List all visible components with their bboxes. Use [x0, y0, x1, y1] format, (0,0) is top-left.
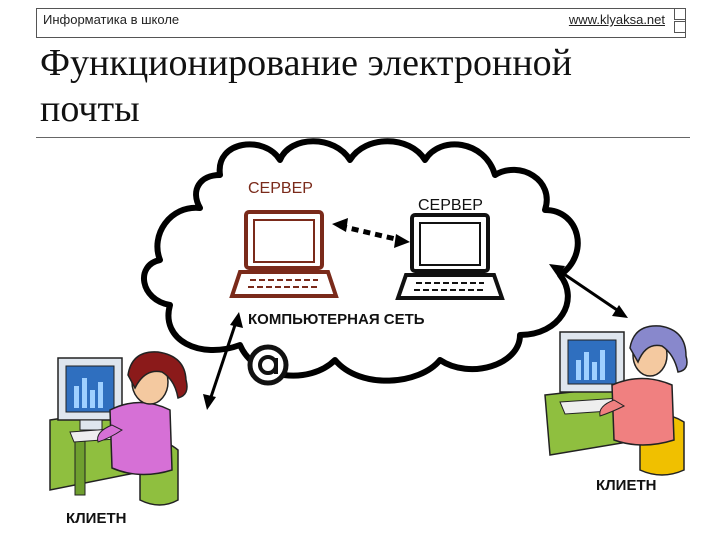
- client-left-link-arrow: [203, 312, 243, 410]
- title-divider: [36, 137, 690, 138]
- client-right-woman-at-computer-icon: [544, 325, 688, 476]
- header-school-text: Информатика в школе: [43, 12, 180, 27]
- server-2-label: СЕРВЕР: [418, 197, 483, 214]
- server-1-label: СЕРВЕР: [248, 180, 313, 197]
- client-left-label: КЛИЕТН: [66, 510, 127, 527]
- at-sign-icon: [247, 344, 289, 386]
- slide-header: Информатика в школе www.klyaksa.net: [36, 8, 686, 38]
- header-corner-square: [674, 8, 686, 20]
- header-corner-square: [674, 21, 686, 33]
- client-right-label: КЛИЕТН: [596, 477, 657, 494]
- client-right-link-arrow: [549, 264, 628, 318]
- client-left-woman-at-computer-icon: [49, 351, 188, 506]
- cloud-icon: [141, 138, 581, 384]
- header-site-link[interactable]: www.klyaksa.net: [568, 12, 665, 27]
- server-1-laptop-icon: [229, 210, 339, 298]
- network-label: КОМПЬЮТЕРНАЯ СЕТЬ: [248, 311, 425, 328]
- server-link-arrow: [332, 218, 410, 248]
- slide-title: Функционирование электронной почты: [40, 42, 572, 130]
- server-2-laptop-icon: [395, 213, 505, 300]
